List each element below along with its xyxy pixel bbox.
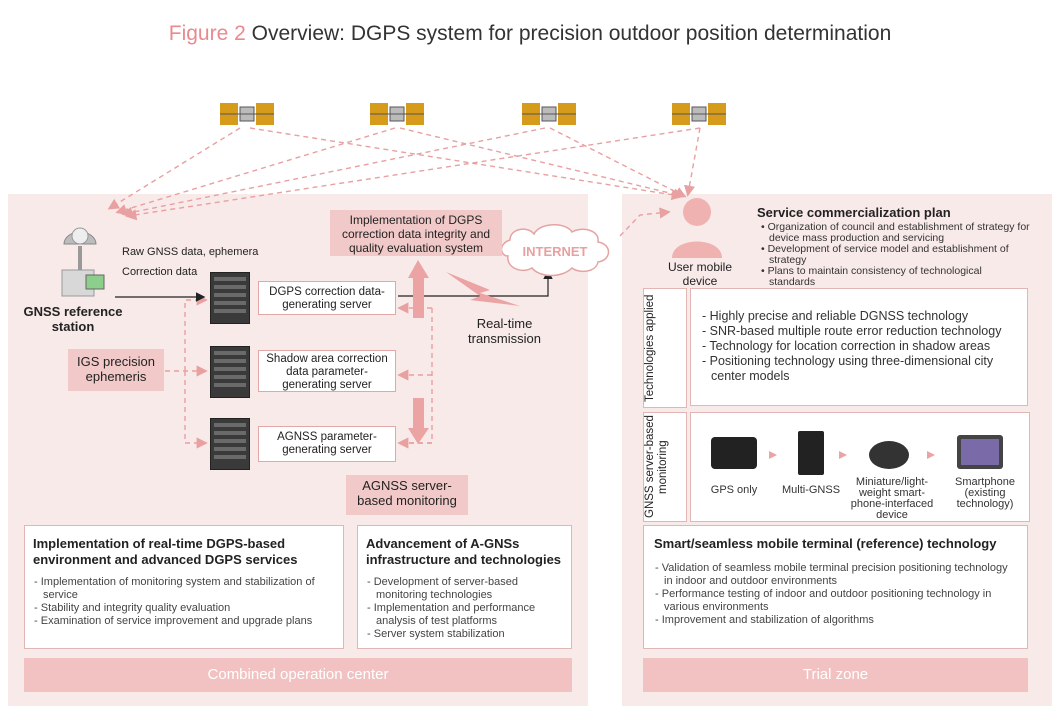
list-item: Stability and integrity quality evaluati… bbox=[33, 602, 335, 615]
monitor-label: GNSS server-based monitoring bbox=[644, 415, 669, 519]
igs-box: IGS precision ephemeris bbox=[68, 349, 164, 391]
list-item: Implementation of monitoring system and … bbox=[33, 576, 335, 602]
plan-item: Development of service model and establi… bbox=[760, 244, 1030, 266]
box-title: Smart/seamless mobile terminal (referenc… bbox=[654, 536, 997, 551]
user-device-label: User mobile device bbox=[667, 260, 733, 288]
device-label: Smartphone (existing technology) bbox=[955, 476, 1015, 510]
internet-label: INTERNET bbox=[522, 244, 588, 259]
list-item: Performance testing of indoor and outdoo… bbox=[654, 588, 1017, 614]
agnss-monitoring-box: AGNSS server-based monitoring bbox=[346, 475, 468, 515]
plan-item: Organization of council and establishmen… bbox=[760, 222, 1030, 244]
figure-title: Figure 2 Overview: DGPS system for preci… bbox=[0, 22, 1060, 46]
station-bullet: Raw GNSS data, ephemera bbox=[122, 246, 259, 258]
server-icon bbox=[210, 418, 250, 470]
box-title: Implementation of real-time DGPS-based e… bbox=[33, 536, 298, 567]
tech-item: Positioning technology using three-dimen… bbox=[701, 354, 1017, 384]
device-icons bbox=[711, 431, 1003, 475]
tech-side-tab: Technologies applied bbox=[643, 288, 687, 408]
satellite-icon bbox=[522, 95, 582, 138]
figure-caption: Overview: DGPS system for precision outd… bbox=[251, 22, 892, 45]
dgps-services-box: Implementation of real-time DGPS-based e… bbox=[24, 525, 344, 649]
satellite-icon bbox=[370, 95, 430, 138]
list-item: Implementation and performance analysis … bbox=[366, 602, 563, 628]
tech-item: Highly precise and reliable DGNSS techno… bbox=[701, 309, 1017, 324]
list-item: Server system stabilization bbox=[366, 628, 563, 641]
station-label: GNSS reference station bbox=[23, 304, 123, 334]
combined-operation-footer: Combined operation center bbox=[24, 658, 572, 692]
plan-list: Organization of council and establishmen… bbox=[760, 222, 1030, 288]
list-item: Improvement and stabilization of algorit… bbox=[654, 614, 1017, 627]
agnss-infrastructure-box: Advancement of A-GNSs infrastructure and… bbox=[357, 525, 572, 649]
plan-item: Plans to maintain consistency of technol… bbox=[760, 266, 1030, 288]
server-icon bbox=[210, 272, 250, 324]
dgps-server-label: DGPS correction data-generating server bbox=[258, 281, 396, 315]
shadow-server-label: Shadow area correction data parameter-ge… bbox=[258, 350, 396, 392]
integrity-box: Implementation of DGPS correction data i… bbox=[330, 210, 502, 256]
station-bullets: Raw GNSS data, ephemera Correction data bbox=[122, 242, 292, 282]
satellite-icon bbox=[672, 95, 732, 138]
smart-terminal-box: Smart/seamless mobile terminal (referenc… bbox=[643, 525, 1028, 649]
list-item: Development of server-based monitoring t… bbox=[366, 576, 563, 602]
server-icon bbox=[210, 346, 250, 398]
tech-box: Highly precise and reliable DGNSS techno… bbox=[690, 288, 1028, 406]
plan-title: Service commercialization plan bbox=[757, 205, 951, 220]
figure-number: Figure 2 bbox=[168, 22, 246, 45]
satellite-icon bbox=[220, 95, 280, 138]
devices-box: GPS only Multi-GNSS Miniature/light-weig… bbox=[690, 412, 1030, 522]
device-label: GPS only bbox=[710, 484, 758, 496]
agnss-server-label: AGNSS parameter-generating server bbox=[258, 426, 396, 462]
list-item: Validation of seamless mobile terminal p… bbox=[654, 562, 1017, 588]
monitor-side-tab: GNSS server-based monitoring bbox=[643, 412, 687, 522]
box-title: Advancement of A-GNSs infrastructure and… bbox=[366, 536, 562, 567]
user-head bbox=[683, 198, 711, 226]
device-label: Miniature/light-weight smart-phone-inter… bbox=[850, 476, 934, 521]
tech-label: Technologies applied bbox=[644, 294, 656, 402]
realtime-label: Real-time transmission bbox=[468, 316, 541, 346]
list-item: Examination of service improvement and u… bbox=[33, 615, 335, 628]
tech-item: SNR-based multiple route error reduction… bbox=[701, 324, 1017, 339]
device-label: Multi-GNSS bbox=[781, 484, 841, 496]
tech-item: Technology for location correction in sh… bbox=[701, 339, 1017, 354]
station-bullet: Correction data bbox=[122, 266, 198, 278]
trial-zone-footer: Trial zone bbox=[643, 658, 1028, 692]
